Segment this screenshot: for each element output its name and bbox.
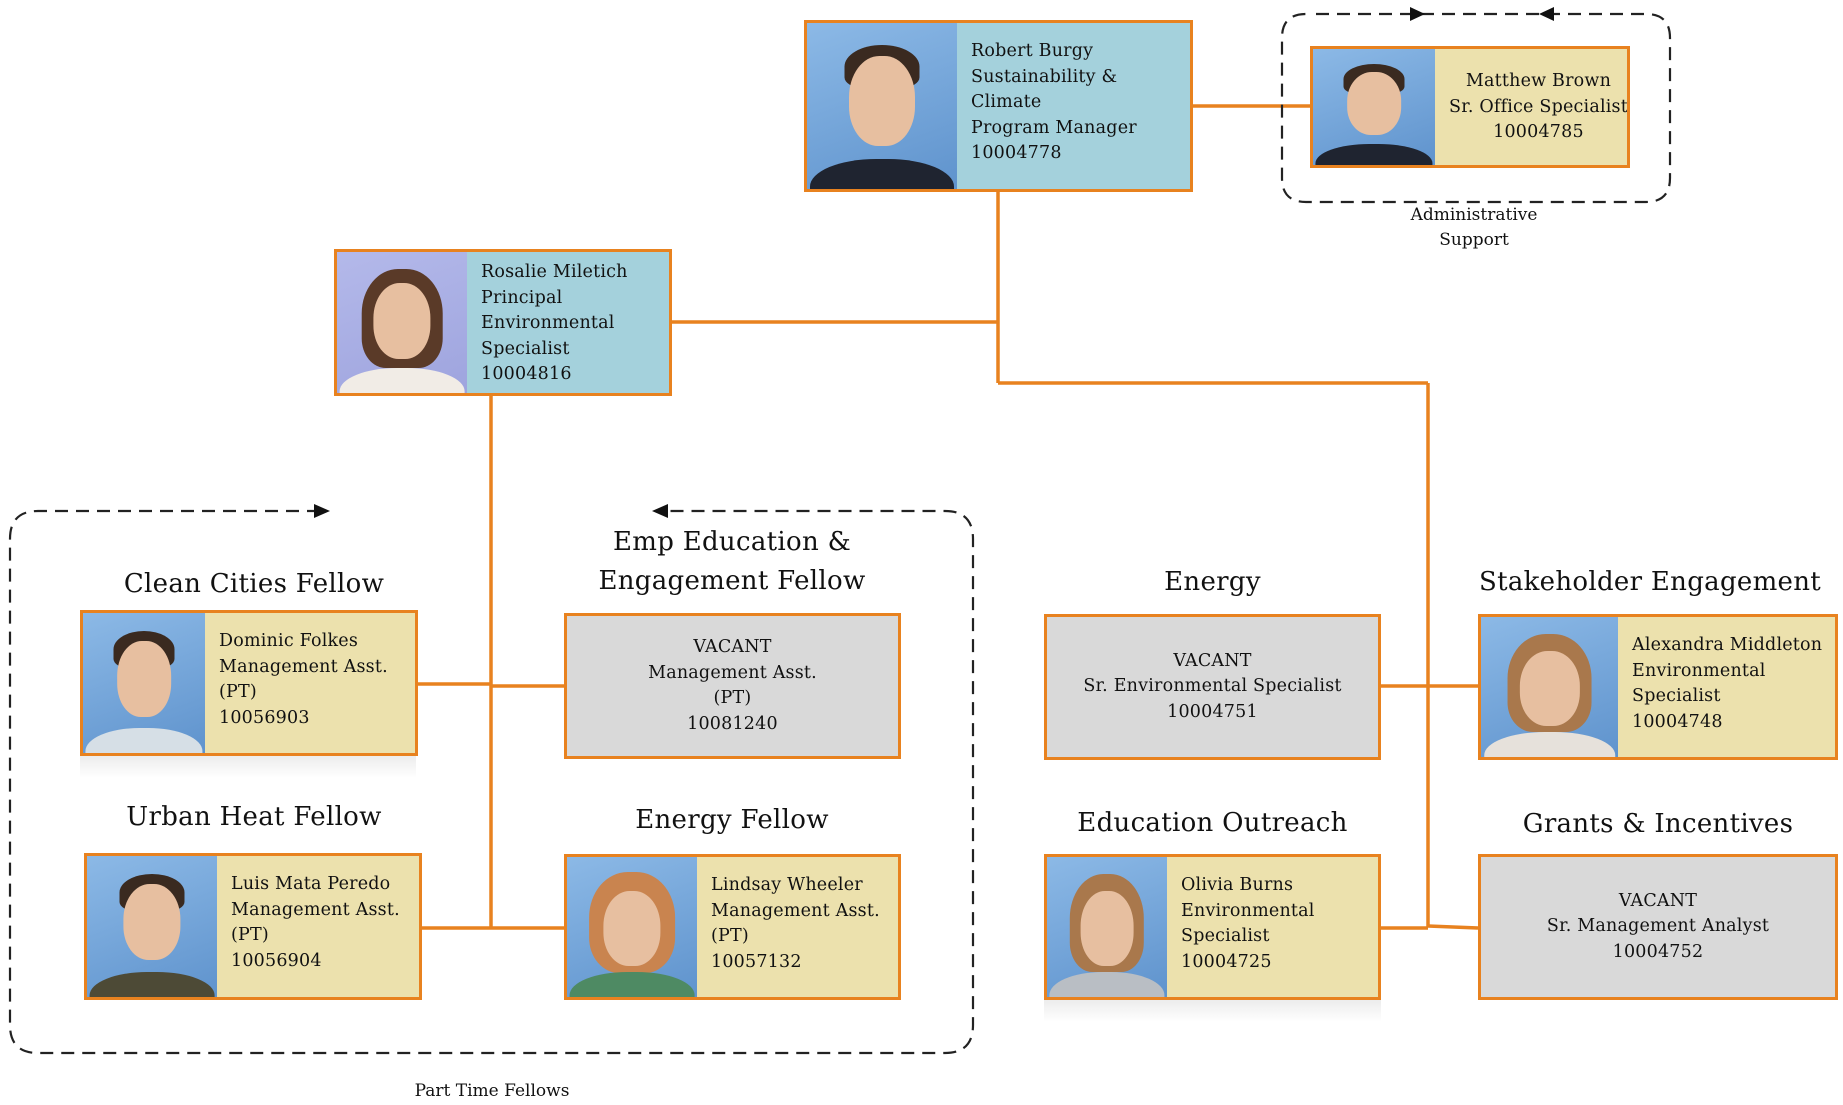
lindsay-title-1: Management Asst. — [711, 900, 880, 921]
olivia-burns-card: Olivia Burns Environmental Specialist 10… — [1044, 854, 1381, 1000]
heading-grants-incentives: Grants & Incentives — [1522, 809, 1794, 839]
connector-grants — [1427, 924, 1479, 930]
olivia-name: Olivia Burns — [1181, 875, 1294, 895]
luis-title-2: (PT) — [231, 925, 269, 945]
alexandra-middleton-photo — [1481, 617, 1618, 757]
admin-support-group-outline — [1280, 12, 1672, 204]
part-time-fellows-caption: Part Time Fellows — [414, 1081, 570, 1101]
dominic-title-1: Management Asst. — [219, 656, 388, 677]
grants-vacant-title-1: Sr. Management Analyst — [1546, 916, 1770, 937]
energy-vacant-label: VACANT — [1173, 650, 1252, 671]
luis-title-1: Management Asst. — [231, 899, 400, 920]
luis-mata-peredo-photo — [87, 856, 217, 997]
emp-vacant-title-2: (PT) — [713, 688, 752, 708]
rosalie-title-1: Principal — [481, 287, 563, 308]
rosalie-miletich-photo — [337, 252, 467, 393]
energy-vacant-title-1: Sr. Environmental Specialist — [1083, 676, 1342, 697]
energy-vacant-id: 10004751 — [1167, 701, 1258, 722]
admin-caption-line-1: Administrative — [1410, 205, 1538, 225]
fellows-arrow-right-icon — [314, 504, 330, 518]
luis-name: Luis Mata Peredo — [231, 874, 391, 894]
olivia-card-shadow — [1044, 1000, 1381, 1022]
olivia-title-2: Specialist — [1181, 926, 1270, 946]
lindsay-id: 10057132 — [711, 951, 802, 972]
part-time-fellows-group-outline — [8, 509, 975, 1055]
heading-emp-education-fellow: Emp Education & Engagement Fellow — [564, 523, 900, 601]
admin-arrow-right-icon — [1410, 7, 1425, 21]
robert-title-1: Sustainability & — [971, 66, 1118, 87]
luis-mata-peredo-card: Luis Mata Peredo Management Asst. (PT) 1… — [84, 853, 422, 1000]
lindsay-wheeler-photo — [567, 857, 697, 997]
matthew-name: Matthew Brown — [1465, 71, 1612, 91]
alexandra-title-1: Environmental — [1632, 660, 1766, 681]
matthew-title-1: Sr. Office Specialist — [1449, 96, 1628, 117]
rosalie-title-2: Environmental — [481, 313, 615, 333]
rosalie-title-3: Specialist — [481, 338, 570, 359]
robert-title-3: Program Manager — [971, 117, 1137, 138]
emp-vacant-id: 10081240 — [687, 713, 778, 734]
robert-burgy-photo — [807, 23, 957, 189]
matthew-id: 10004785 — [1493, 122, 1584, 142]
lindsay-wheeler-card: Lindsay Wheeler Management Asst. (PT) 10… — [564, 854, 901, 1000]
rosalie-miletich-card: Rosalie Miletich Principal Environmental… — [334, 249, 672, 396]
rosalie-id: 10004816 — [481, 364, 572, 384]
matthew-brown-card: Matthew Brown Sr. Office Specialist 1000… — [1310, 46, 1630, 168]
alexandra-title-2: Specialist — [1632, 686, 1721, 706]
energy-vacant-card: VACANT Sr. Environmental Specialist 1000… — [1044, 614, 1381, 760]
dominic-folkes-photo — [83, 613, 205, 753]
fellows-arrow-left-icon — [652, 504, 668, 518]
heading-education-outreach: Education Outreach — [1077, 808, 1348, 838]
dominic-name: Dominic Folkes — [219, 631, 359, 651]
olivia-burns-photo — [1047, 857, 1167, 997]
lindsay-title-2: (PT) — [711, 926, 749, 946]
lindsay-name: Lindsay Wheeler — [711, 875, 863, 895]
robert-id: 10004778 — [971, 143, 1062, 163]
admin-caption-line-2: Support — [1439, 230, 1509, 250]
grants-vacant-card: VACANT Sr. Management Analyst 10004752 — [1478, 854, 1838, 1000]
olivia-title-1: Environmental — [1181, 900, 1315, 921]
grants-vacant-label: VACANT — [1618, 890, 1698, 911]
heading-emp-education-line-1: Emp Education & — [612, 527, 852, 557]
heading-urban-heat-fellow: Urban Heat Fellow — [126, 802, 382, 832]
admin-support-caption: Administrative Support — [1386, 203, 1562, 253]
heading-energy-fellow: Energy Fellow — [635, 805, 829, 835]
luis-id: 10056904 — [231, 950, 322, 971]
heading-stakeholder-engagement: Stakeholder Engagement — [1478, 567, 1822, 597]
dominic-id: 10056903 — [219, 707, 310, 728]
rosalie-name: Rosalie Miletich — [481, 262, 628, 282]
alexandra-id: 10004748 — [1632, 711, 1723, 732]
admin-arrow-left-icon — [1539, 7, 1554, 21]
robert-title-2: Climate — [971, 92, 1042, 112]
alexandra-middleton-card: Alexandra Middleton Environmental Specia… — [1478, 614, 1838, 760]
heading-energy: Energy — [1164, 567, 1261, 597]
emp-vacant-label: VACANT — [693, 637, 772, 657]
dominic-card-shadow — [80, 756, 416, 778]
dominic-title-2: (PT) — [219, 682, 257, 702]
heading-emp-education-line-2: Engagement Fellow — [598, 566, 866, 596]
dominic-folkes-card: Dominic Folkes Management Asst. (PT) 100… — [80, 610, 418, 756]
grants-vacant-id: 10004752 — [1612, 941, 1704, 962]
robert-burgy-card: Robert Burgy Sustainability & Climate Pr… — [804, 20, 1193, 192]
matthew-brown-photo — [1313, 49, 1435, 165]
olivia-id: 10004725 — [1181, 951, 1272, 972]
emp-education-vacant-card: VACANT Management Asst. (PT) 10081240 — [564, 613, 901, 759]
alexandra-name: Alexandra Middleton — [1632, 635, 1823, 655]
robert-name: Robert Burgy — [971, 41, 1094, 61]
emp-vacant-title-1: Management Asst. — [648, 662, 817, 683]
heading-clean-cities-fellow: Clean Cities Fellow — [123, 569, 385, 599]
